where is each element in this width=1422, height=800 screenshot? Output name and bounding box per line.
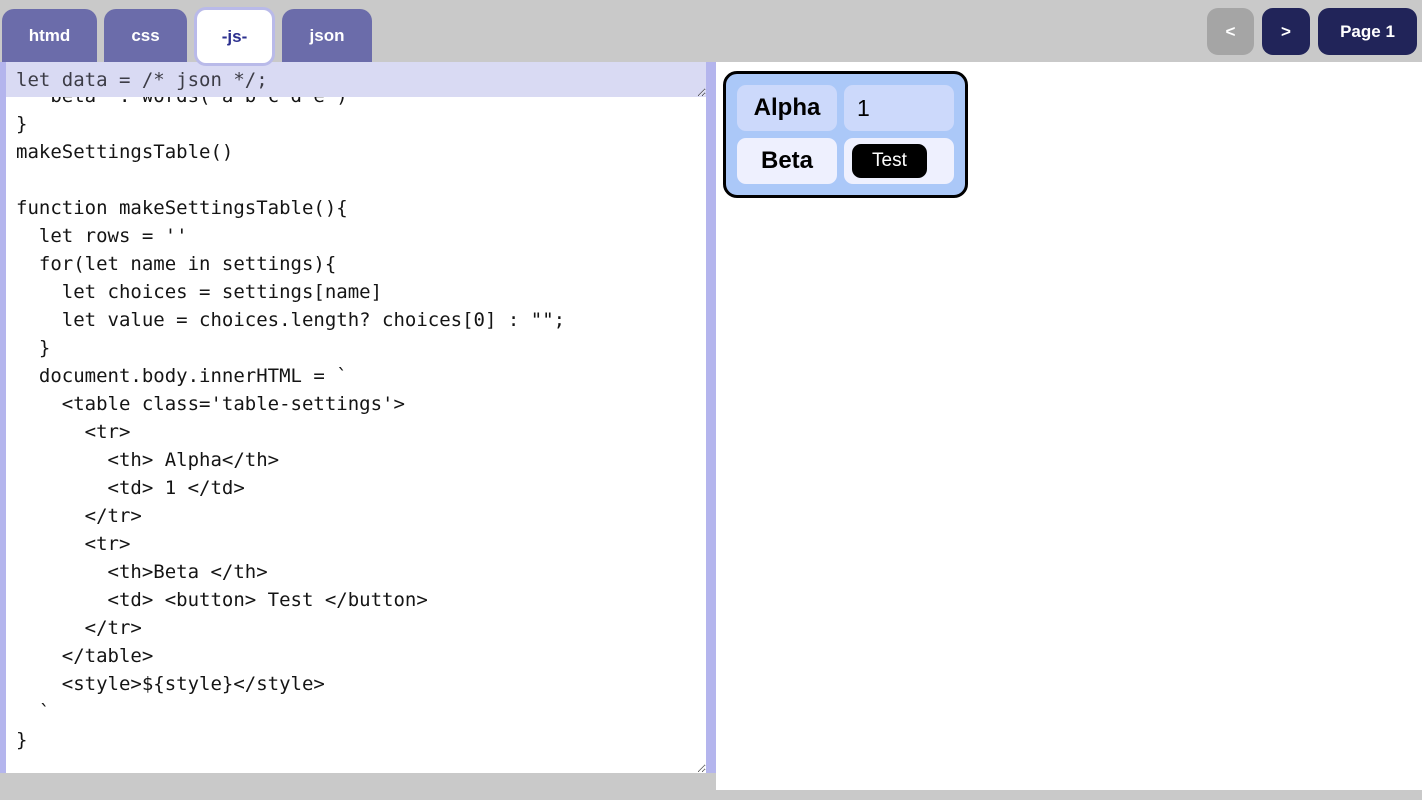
preview-pane: Alpha 1 Beta Test	[716, 62, 1422, 790]
tab-htmd[interactable]: htmd	[2, 9, 97, 62]
row-header-beta: Beta	[737, 138, 837, 184]
row-value-alpha: 1	[844, 85, 954, 131]
editor-column: 'beta' : words('a b c d e') } makeSettin…	[0, 62, 716, 773]
tab-json[interactable]: json	[282, 9, 372, 62]
test-button[interactable]: Test	[852, 144, 927, 178]
data-line-editor[interactable]: let data = /* json */;	[6, 62, 706, 97]
table-row: Alpha 1	[737, 85, 954, 131]
next-page-button[interactable]: >	[1262, 8, 1310, 55]
alpha-value: 1	[857, 94, 870, 121]
top-toolbar: htmd css -js- json < > Page 1	[0, 0, 1422, 66]
js-code-editor[interactable]: 'beta' : words('a b c d e') } makeSettin…	[6, 62, 706, 773]
settings-table: Alpha 1 Beta Test	[723, 71, 968, 198]
page-indicator-button[interactable]: Page 1	[1318, 8, 1417, 55]
row-value-beta: Test	[844, 138, 954, 184]
prev-page-button[interactable]: <	[1207, 8, 1254, 55]
tab-js[interactable]: -js-	[194, 7, 275, 66]
row-header-alpha: Alpha	[737, 85, 837, 131]
file-tabs: htmd css -js- json	[2, 0, 372, 66]
table-row: Beta Test	[737, 138, 954, 184]
page-navigation: < > Page 1	[1207, 8, 1417, 55]
tab-css[interactable]: css	[104, 9, 187, 62]
